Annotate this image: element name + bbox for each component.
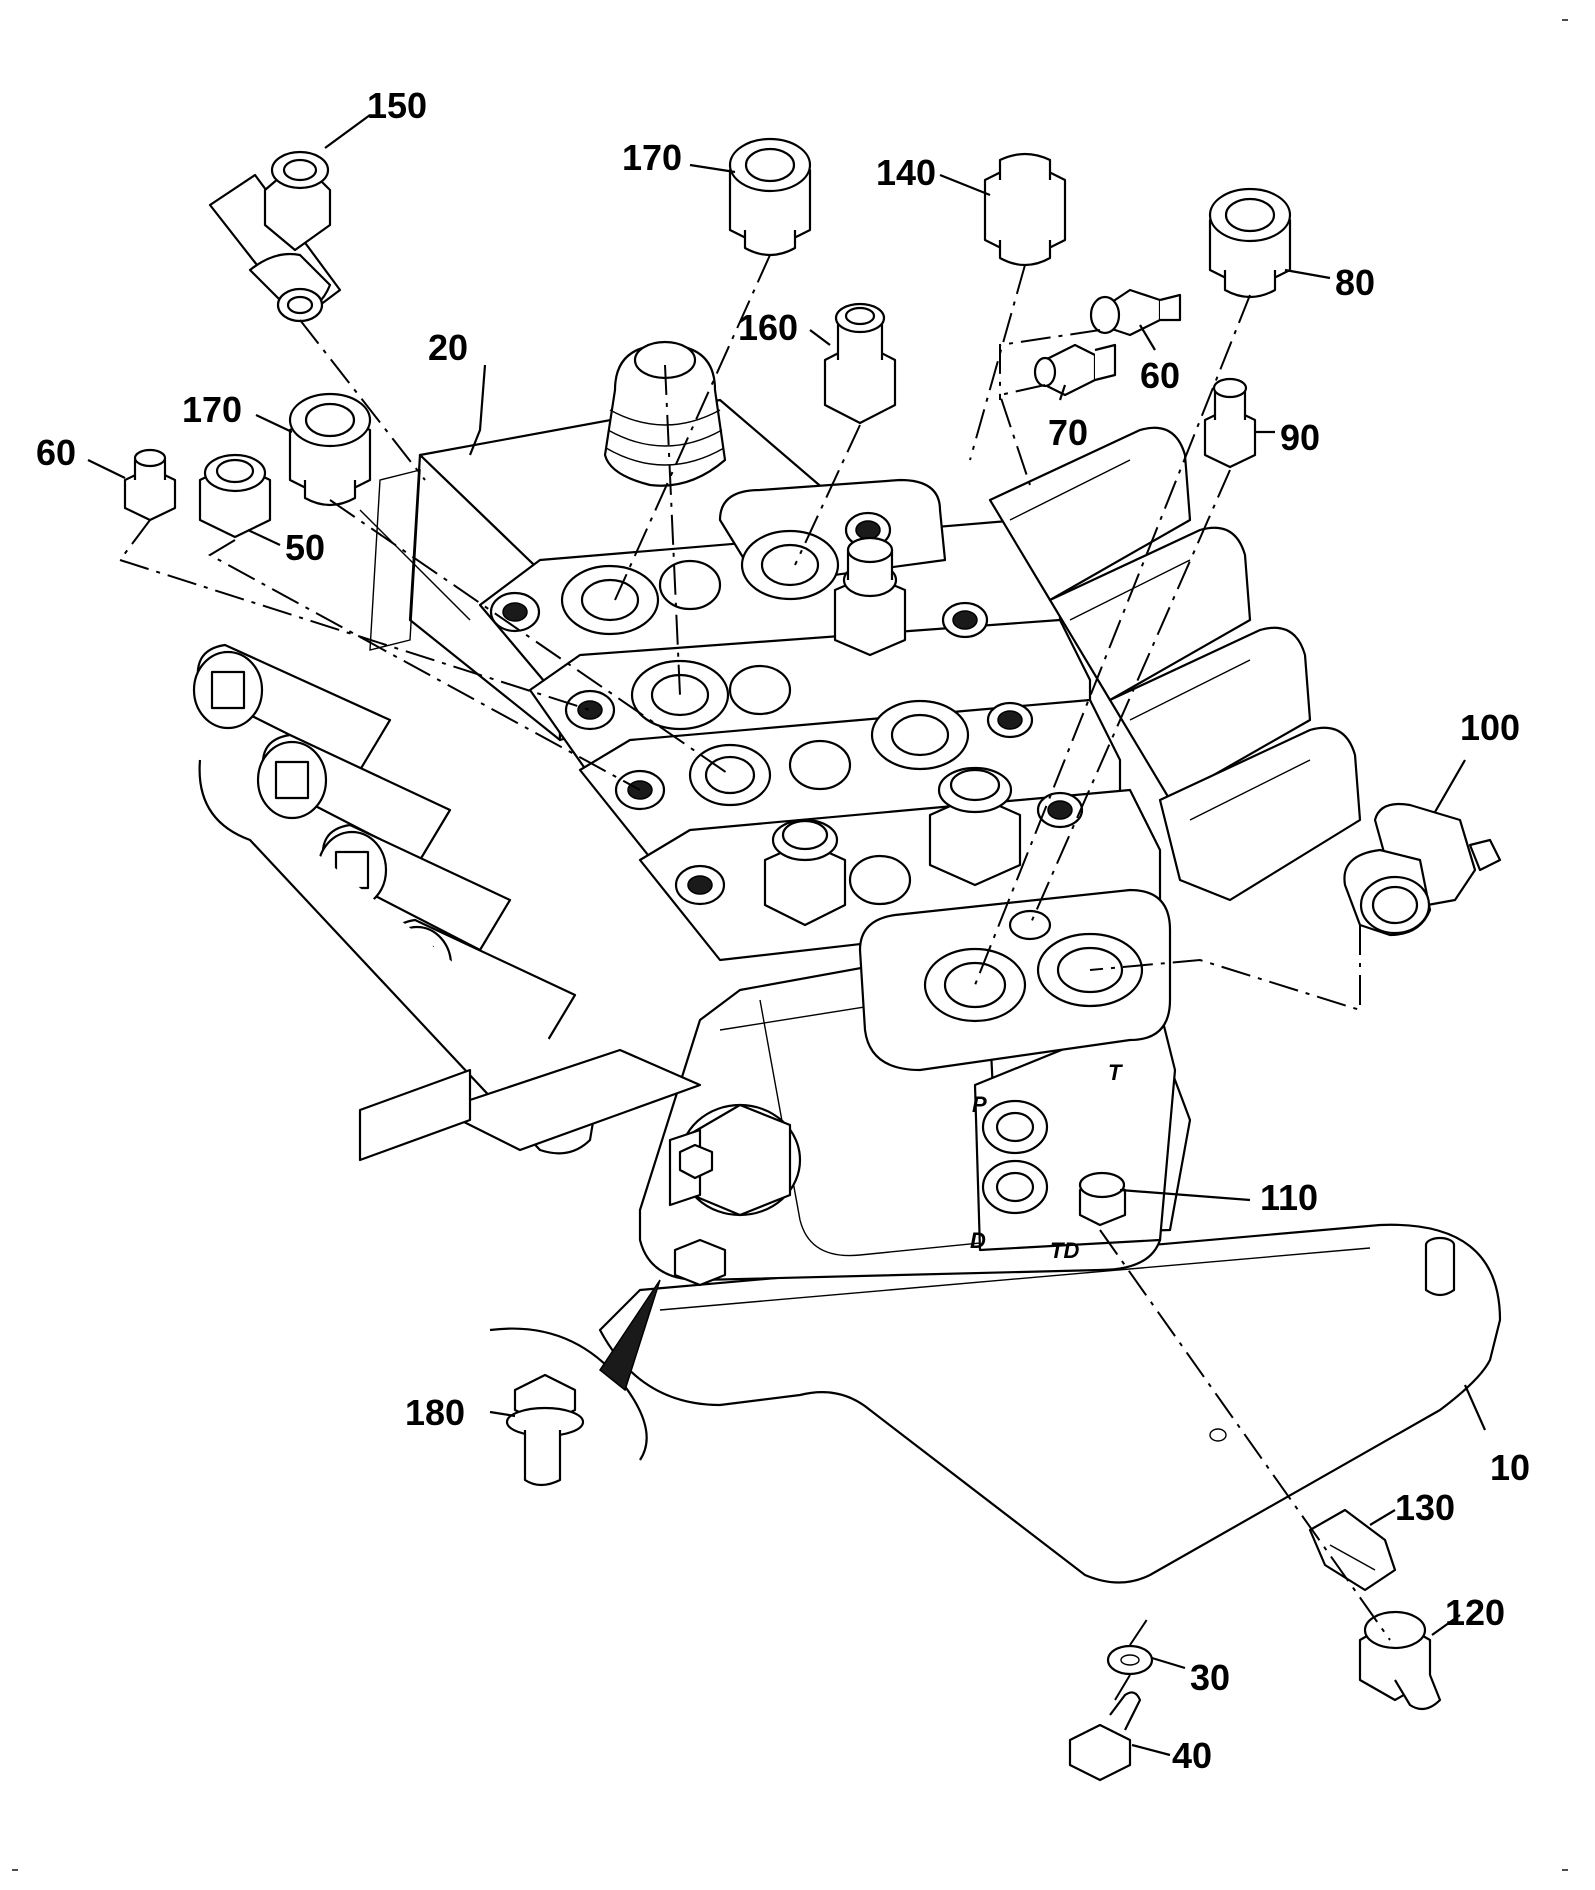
callout-70: 70 [1048, 412, 1088, 453]
part-160-adapter [823, 302, 897, 425]
corner-marks [12, 19, 1568, 1871]
part-50-fitting [198, 453, 272, 539]
leader-lines [87, 114, 1487, 1757]
callout-90: 90 [1280, 417, 1320, 458]
callout-110: 110 [1260, 1177, 1318, 1218]
assembly-lines [118, 254, 1391, 1701]
top-fitting [603, 340, 727, 487]
part-150-elbow [208, 150, 342, 323]
side-plug [668, 1103, 802, 1287]
port-label-td: TD [1050, 1238, 1079, 1263]
callout-10: 10 [1490, 1447, 1530, 1488]
callout-150: 150 [367, 85, 427, 126]
callout-180: 180 [405, 1392, 465, 1433]
part-60-small-fitting-left [123, 448, 177, 522]
left-solenoids [192, 643, 702, 1162]
part-180-bolt [505, 1373, 585, 1487]
end-section-face [858, 888, 1172, 1072]
part-170-left-fitting [288, 392, 372, 507]
part-90-fitting [1203, 377, 1257, 469]
callout-170-left: 170 [182, 389, 242, 430]
callout-170-top: 170 [622, 137, 682, 178]
callout-labels: 150 170 140 80 160 60 70 90 20 170 60 50… [36, 85, 1530, 1776]
part-170-top-fitting [728, 137, 812, 257]
part-40-bolt [1068, 1691, 1142, 1782]
part-30-washer [1106, 1644, 1154, 1676]
callout-50: 50 [285, 527, 325, 568]
part-120-fitting [1358, 1610, 1442, 1711]
callout-30: 30 [1190, 1657, 1230, 1698]
callout-20: 20 [428, 327, 468, 368]
callout-130: 130 [1395, 1487, 1455, 1528]
port-label-p: P [972, 1092, 987, 1117]
port-label-d: D [970, 1228, 986, 1253]
callout-40: 40 [1172, 1735, 1212, 1776]
callout-100: 100 [1460, 707, 1520, 748]
part-70-small-fitting [1033, 343, 1117, 397]
callout-120: 120 [1445, 1592, 1505, 1633]
part-110-fitting [1078, 1171, 1127, 1227]
detail-view-180 [489, 1279, 661, 1461]
callout-60-left: 60 [36, 432, 76, 473]
part-60-small-fitting-right [1089, 288, 1182, 337]
part-80-fitting [1208, 187, 1292, 299]
port-label-t: T [1108, 1060, 1123, 1085]
callout-140: 140 [876, 152, 936, 193]
part-100-elbow [1343, 802, 1502, 937]
part-140-plug [983, 152, 1067, 267]
callout-160: 160 [738, 307, 798, 348]
callout-80: 80 [1335, 262, 1375, 303]
right-solenoids [988, 426, 1362, 902]
mounting-plate [598, 1223, 1502, 1584]
port-face: P T D TD [970, 1008, 1177, 1263]
part-130-fitting [1308, 1508, 1397, 1592]
callout-60-right: 60 [1140, 355, 1180, 396]
